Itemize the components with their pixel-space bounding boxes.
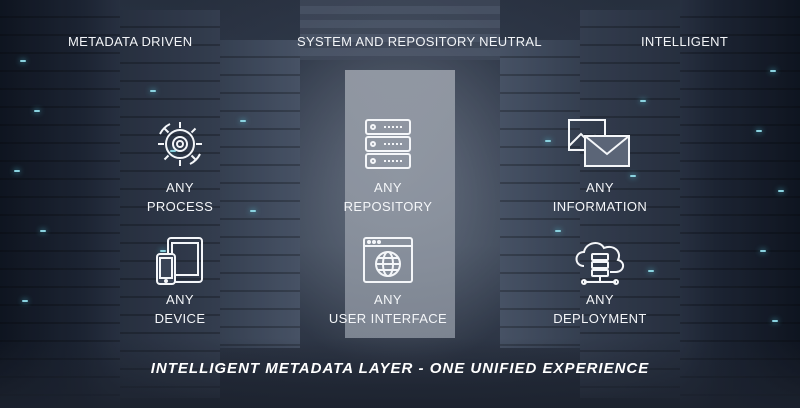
mobile-devices-icon xyxy=(156,237,203,285)
tile-label-any: ANY xyxy=(374,180,402,195)
browser-globe-icon xyxy=(363,237,413,283)
floor-shadow xyxy=(0,338,800,408)
tagline: INTELLIGENT METADATA LAYER - ONE UNIFIED… xyxy=(150,360,650,377)
server-rack-right-mid xyxy=(580,10,680,398)
tile-label-repository: REPOSITORY xyxy=(343,199,433,214)
tile-label-any: ANY xyxy=(166,292,194,307)
corridor-light xyxy=(345,70,455,338)
tile-label-device: DEVICE xyxy=(154,311,206,326)
image-envelope-icon xyxy=(568,119,630,167)
tile-label-any: ANY xyxy=(374,292,402,307)
column-heading-right: INTELLIGENT xyxy=(641,34,729,49)
server-rack-right-far xyxy=(500,40,580,348)
tile-any-device: ANY DEVICE xyxy=(100,236,260,328)
tile-any-process: ANY PROCESS xyxy=(100,116,260,216)
tile-label-information: INFORMATION xyxy=(552,199,648,214)
cloud-server-icon xyxy=(575,242,624,285)
tile-label-deployment: DEPLOYMENT xyxy=(553,311,647,326)
tile-any-deployment: ANY DEPLOYMENT xyxy=(520,236,680,328)
tile-label-any: ANY xyxy=(586,180,614,195)
tile-label-any: ANY xyxy=(166,180,194,195)
tile-any-repository: ANY REPOSITORY xyxy=(308,116,468,216)
tile-label-user-interface: USER INTERFACE xyxy=(328,311,448,326)
column-heading-center: SYSTEM AND REPOSITORY NEUTRAL xyxy=(297,34,542,49)
ceiling-lights xyxy=(300,0,500,60)
gear-process-icon xyxy=(158,122,202,166)
tile-any-user-interface: ANY USER INTERFACE xyxy=(308,236,468,328)
server-rack-left-far xyxy=(220,40,300,348)
tile-label-process: PROCESS xyxy=(146,199,214,214)
server-stack-icon xyxy=(365,119,411,169)
tile-any-information: ANY INFORMATION xyxy=(520,116,680,216)
server-rack-left-mid xyxy=(120,10,220,398)
tile-label-any: ANY xyxy=(586,292,614,307)
column-heading-left: METADATA DRIVEN xyxy=(68,34,193,49)
